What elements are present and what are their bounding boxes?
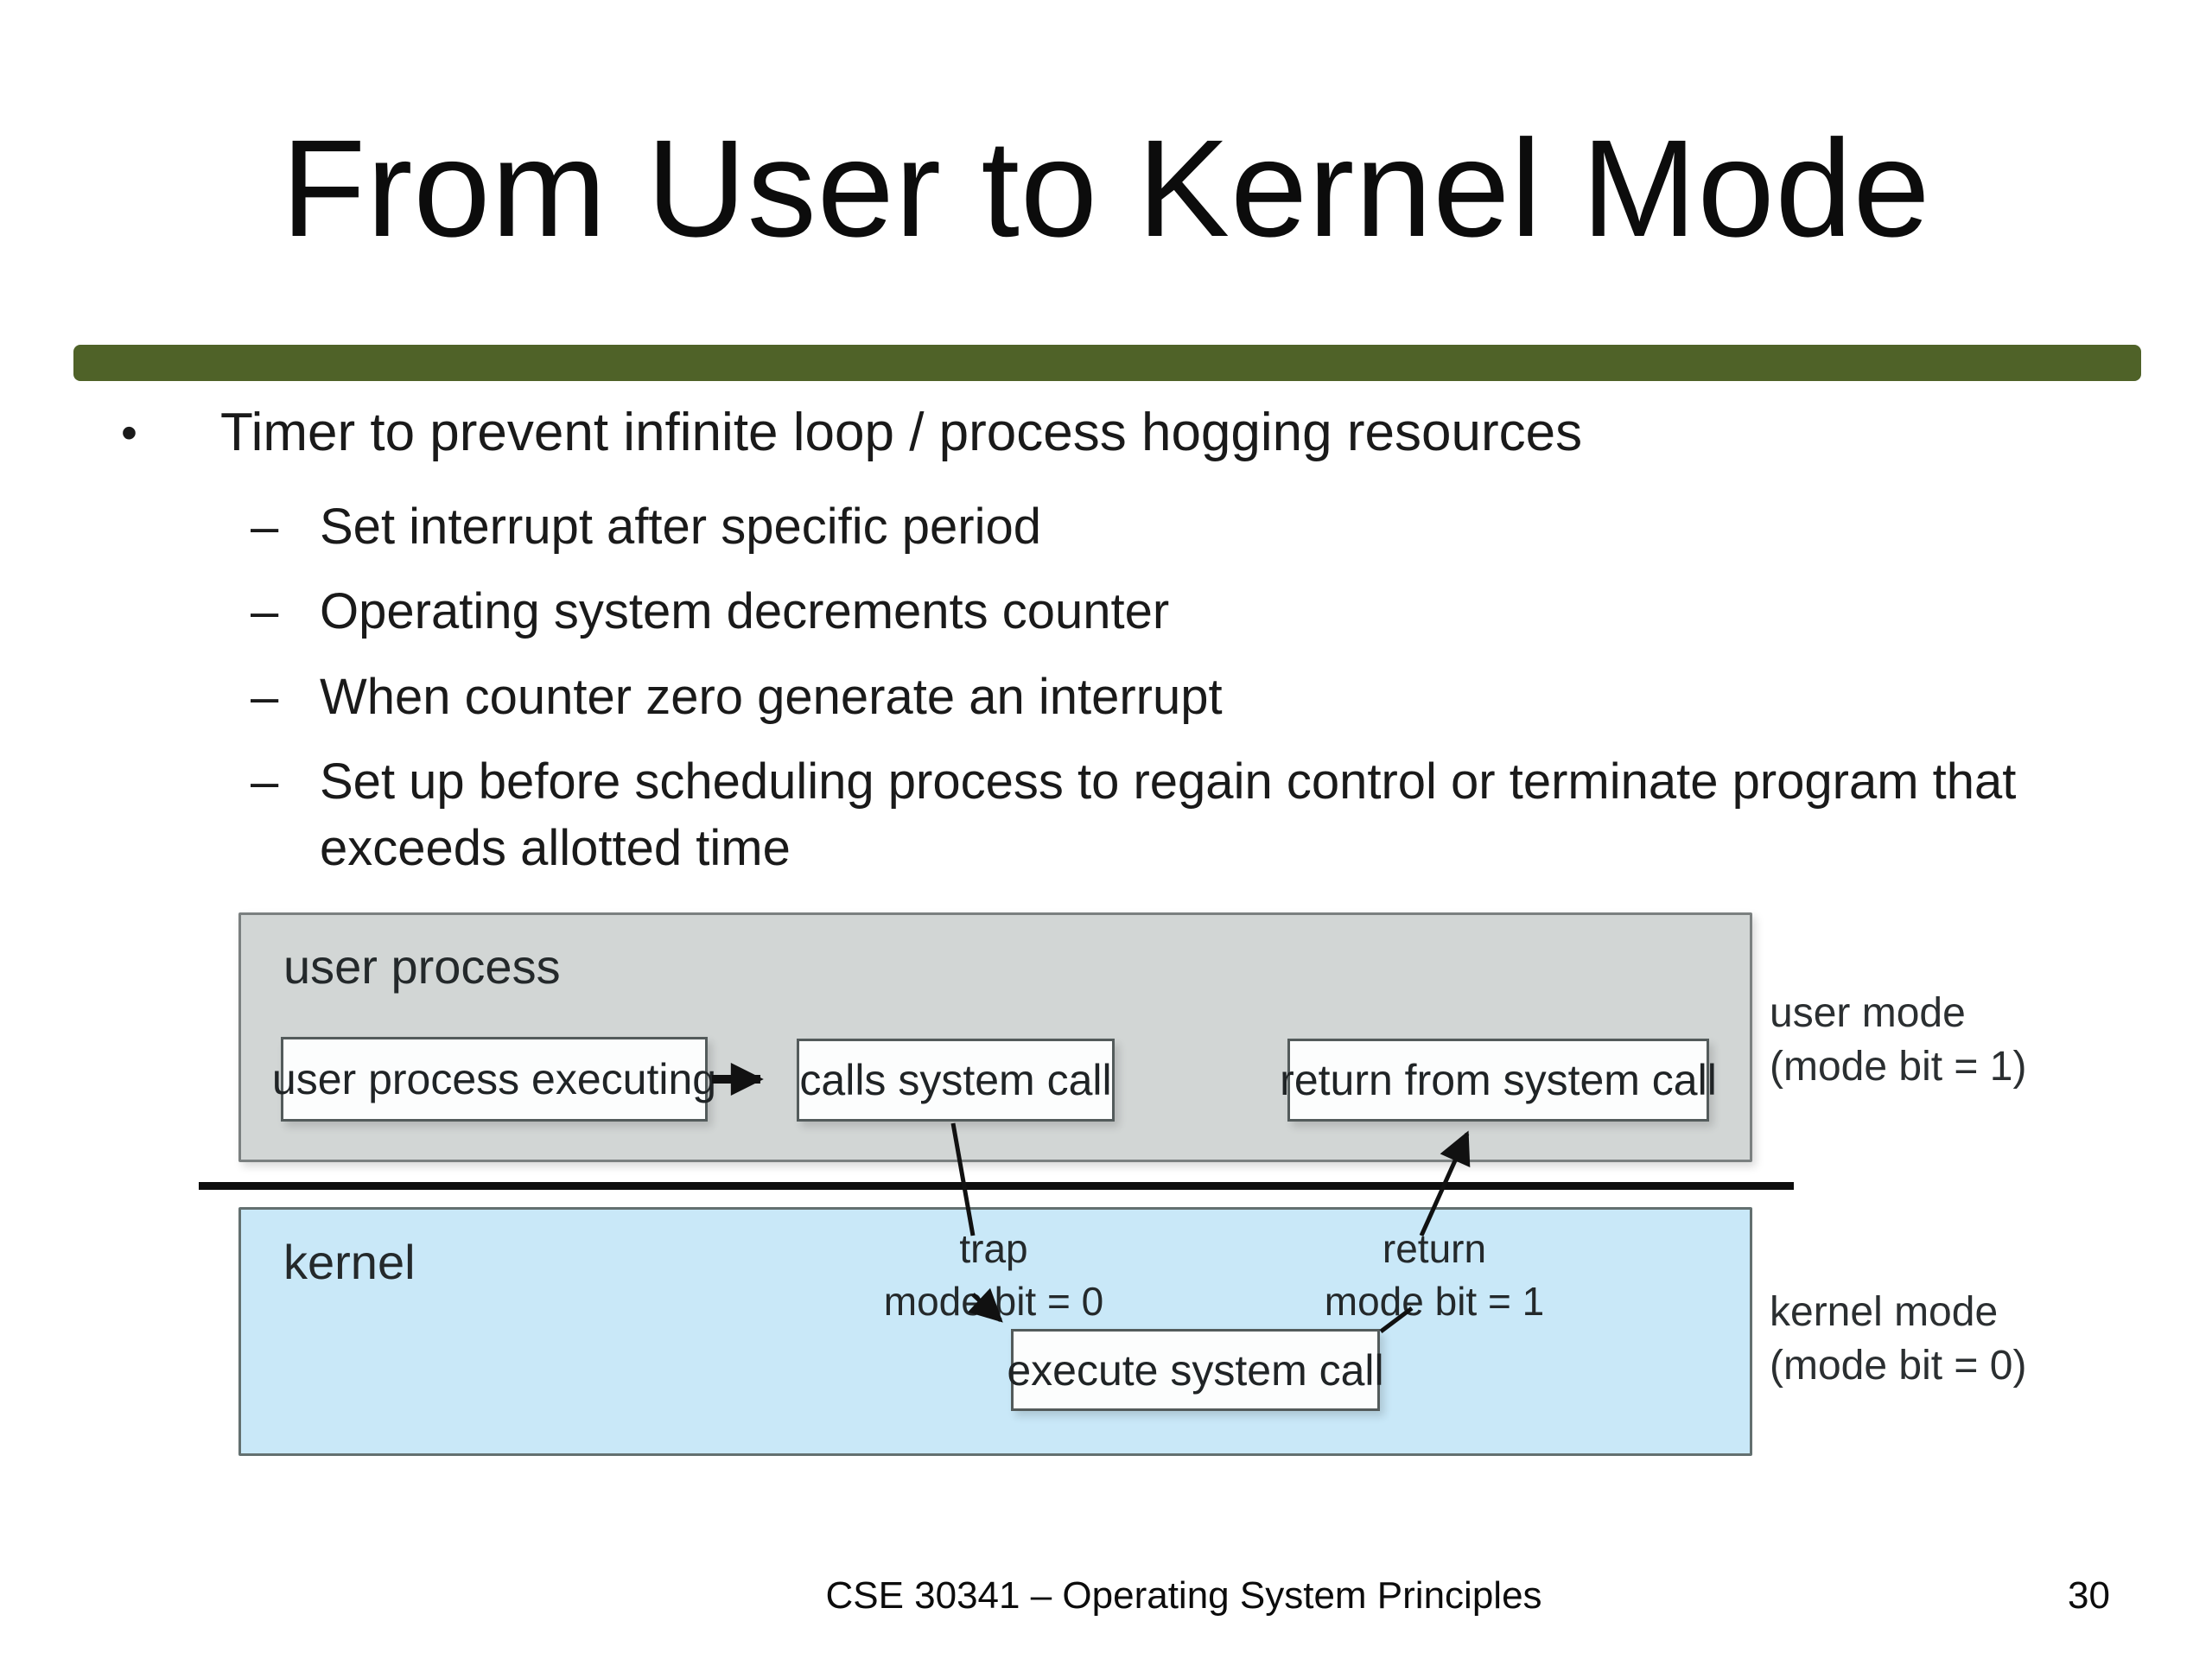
trap-label: trap mode bit = 0 <box>812 1223 1175 1327</box>
footer-page-number: 30 <box>2068 1574 2110 1617</box>
kernel-region <box>238 1207 1752 1456</box>
sub-bullet-text: When counter zero generate an interrupt <box>320 668 1223 725</box>
return-from-system-call-box: return from system call <box>1280 1039 1717 1122</box>
dash-icon: – <box>251 753 279 810</box>
user-mode-line2: (mode bit = 1) <box>1770 1044 2027 1090</box>
dash-icon: – <box>251 583 279 640</box>
bullet-list: • Timer to prevent infinite loop / proce… <box>121 399 2143 900</box>
return-label-line1: return <box>1382 1226 1487 1271</box>
user-process-region-label: user process <box>283 939 561 994</box>
return-label: return mode bit = 1 <box>1253 1223 1616 1327</box>
bullet-item: • Timer to prevent infinite loop / proce… <box>121 399 2143 467</box>
sub-bullet-item: – Set interrupt after specific period <box>121 494 2143 561</box>
footer-course-label: CSE 30341 – Operating System Principles <box>825 1574 1542 1617</box>
return-label-line2: mode bit = 1 <box>1324 1278 1545 1324</box>
trap-label-line2: mode bit = 0 <box>883 1278 1104 1324</box>
user-mode-line1: user mode <box>1770 990 1966 1036</box>
execute-system-call-box: execute system call <box>1007 1329 1384 1411</box>
sub-bullet-text: Operating system decrements counter <box>320 583 1170 640</box>
kernel-mode-side-label: kernel mode (mode bit = 0) <box>1770 1286 2026 1394</box>
user-mode-side-label: user mode (mode bit = 1) <box>1770 987 2026 1095</box>
bullet-text: Timer to prevent infinite loop / process… <box>220 403 1583 462</box>
user-process-executing-box: user process executing <box>272 1037 716 1122</box>
sub-bullet-text: Set up before scheduling process to rega… <box>320 753 2017 876</box>
kernel-mode-line2: (mode bit = 0) <box>1770 1343 2027 1389</box>
user-kernel-boundary-line <box>199 1182 1794 1190</box>
sub-bullet-item: – Operating system decrements counter <box>121 579 2143 645</box>
trap-label-line1: trap <box>959 1226 1028 1271</box>
slide-title: From User to Kernel Mode <box>281 111 1931 265</box>
dash-icon: – <box>251 498 279 555</box>
sub-bullet-item: – When counter zero generate an interrup… <box>121 664 2143 731</box>
calls-system-call-box: calls system call <box>797 1039 1115 1122</box>
title-divider-bar <box>73 345 2141 381</box>
sub-bullet-item: – Set up before scheduling process to re… <box>121 749 2143 881</box>
sub-bullet-text: Set interrupt after specific period <box>320 498 1041 555</box>
kernel-mode-line1: kernel mode <box>1770 1289 1999 1335</box>
dash-icon: – <box>251 668 279 725</box>
kernel-region-label: kernel <box>283 1235 416 1289</box>
bullet-dot-icon: • <box>121 407 137 459</box>
